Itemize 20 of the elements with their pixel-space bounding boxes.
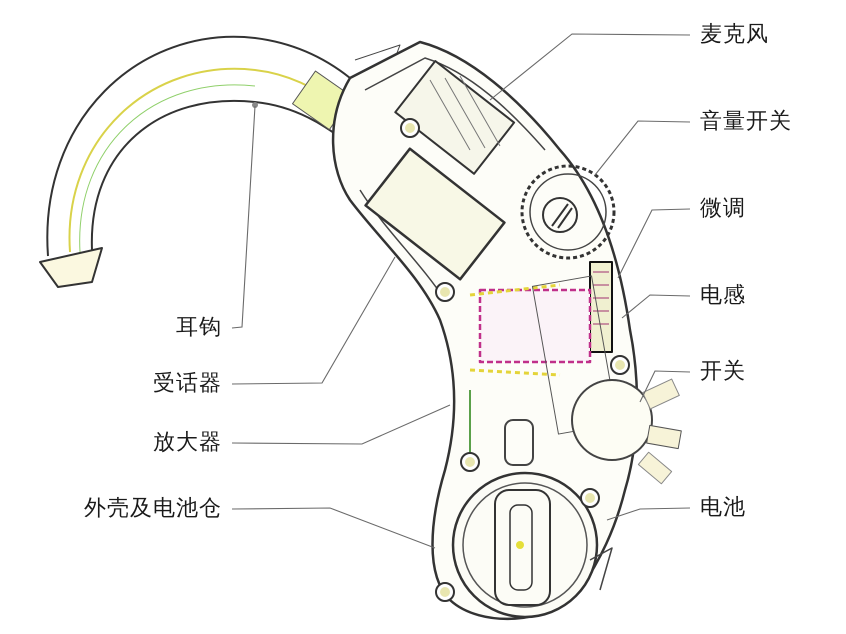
leader-line bbox=[622, 294, 690, 318]
leader-line bbox=[232, 404, 450, 445]
part-label: 电感 bbox=[700, 281, 746, 311]
part-label: 外壳及电池仓 bbox=[84, 494, 222, 524]
part-label: 受话器 bbox=[153, 369, 222, 399]
leader-line bbox=[606, 507, 690, 521]
leader-line bbox=[232, 106, 256, 329]
part-label: 开关 bbox=[700, 357, 746, 387]
leader-line bbox=[232, 256, 396, 385]
leader-line bbox=[618, 208, 690, 278]
part-label: 音量开关 bbox=[700, 107, 792, 137]
part-label: 电池 bbox=[700, 493, 746, 523]
part-label: 微调 bbox=[700, 194, 746, 224]
part-label: 放大器 bbox=[153, 428, 222, 458]
leader-line bbox=[232, 507, 436, 549]
leader-line bbox=[594, 120, 690, 176]
part-label: 耳钩 bbox=[176, 313, 222, 343]
part-label: 麦克风 bbox=[700, 20, 769, 50]
leader-line bbox=[640, 370, 690, 402]
leader-line bbox=[490, 33, 690, 100]
